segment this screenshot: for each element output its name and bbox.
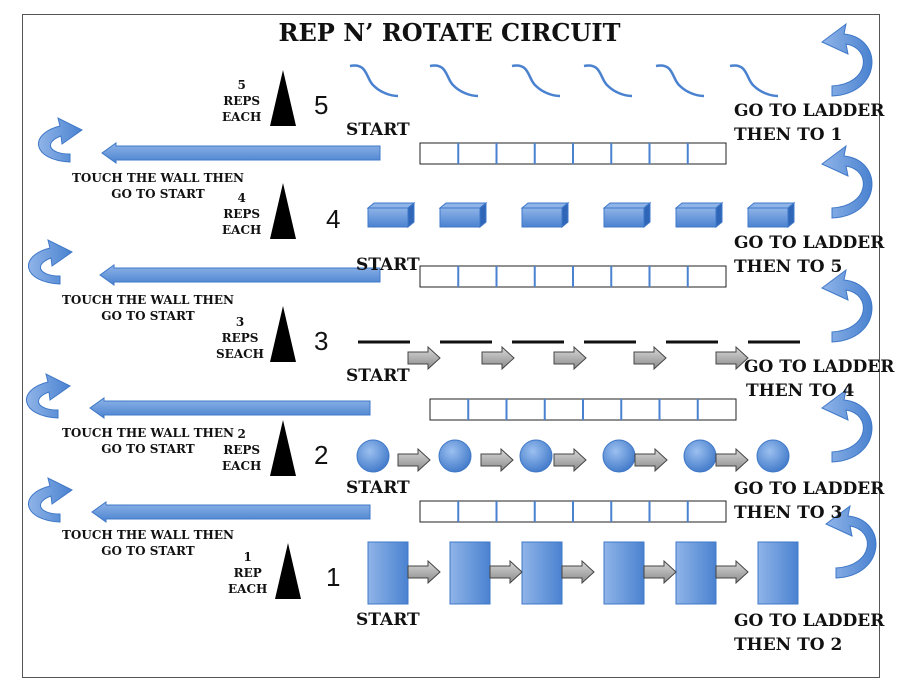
page-title: REP N’ ROTATE CIRCUIT (278, 18, 621, 47)
block-icon (603, 207, 645, 228)
direction-arrow-icon (489, 559, 523, 585)
direction-arrow-icon (634, 447, 668, 473)
cone-icon (270, 183, 296, 239)
block-side (561, 201, 569, 229)
cone-icon (275, 543, 301, 599)
start-label-1: START (356, 610, 420, 630)
start-label-5: START (346, 120, 410, 140)
cone-icon (270, 306, 296, 362)
tall-block-icon (757, 541, 799, 605)
direction-arrow-icon (397, 447, 431, 473)
cone-icon (270, 70, 296, 126)
direction-arrow-icon (480, 447, 514, 473)
diagram-frame (22, 14, 880, 678)
start-label-2: START (346, 478, 410, 498)
station-number-5: 5 (314, 90, 329, 120)
hurdle-icon (511, 64, 561, 98)
tall-block-icon (603, 541, 645, 605)
direction-arrow-icon (553, 447, 587, 473)
cone-icon (270, 420, 296, 476)
u-turn-arrow-icon (821, 268, 873, 343)
direction-arrow-icon (407, 559, 441, 585)
u-turn-arrow-icon (821, 144, 873, 219)
station-number-4: 4 (326, 204, 341, 234)
direction-arrow-icon (407, 345, 441, 371)
tall-block-icon (367, 541, 409, 605)
curved-arrow-icon (26, 373, 71, 419)
circle-marker (683, 439, 717, 473)
station-number-3: 3 (314, 326, 329, 356)
block-top (602, 202, 652, 209)
block-icon (439, 207, 481, 228)
start-label-4: START (356, 255, 420, 275)
direction-arrow-icon (715, 447, 749, 473)
circle-marker (756, 439, 790, 473)
circle-marker (356, 439, 390, 473)
block-side (643, 201, 651, 229)
block-top (746, 202, 796, 209)
block-side (407, 201, 415, 229)
block-top (366, 202, 416, 209)
return-arrow-icon (91, 501, 371, 523)
circle-marker (438, 439, 472, 473)
return-arrow-icon (99, 264, 381, 286)
block-icon (675, 207, 717, 228)
direction-arrow-icon (561, 559, 595, 585)
station-number-2: 2 (314, 440, 329, 470)
block-top (674, 202, 724, 209)
direction-arrow-icon (643, 559, 677, 585)
curved-arrow-icon (28, 239, 73, 285)
station-number-1: 1 (326, 562, 341, 592)
u-turn-arrow-icon (821, 388, 873, 463)
tall-block-icon (449, 541, 491, 605)
u-turn-arrow-icon (821, 22, 873, 97)
return-arrow-icon (101, 142, 381, 164)
block-top (438, 202, 488, 209)
tall-block-icon (675, 541, 717, 605)
curved-arrow-icon (28, 477, 73, 523)
direction-arrow-icon (715, 345, 749, 371)
hurdle-icon (729, 64, 779, 98)
circle-marker (602, 439, 636, 473)
u-turn-arrow-icon (825, 504, 877, 579)
return-arrow-icon (89, 397, 371, 419)
direction-arrow-icon (633, 345, 667, 371)
hurdle-icon (583, 64, 633, 98)
block-icon (747, 207, 789, 228)
hurdle-icon (655, 64, 705, 98)
direction-arrow-icon (481, 345, 515, 371)
curved-arrow-icon (38, 117, 83, 163)
block-side (479, 201, 487, 229)
direction-arrow-icon (715, 559, 749, 585)
hurdle-icon (429, 64, 479, 98)
tall-block-icon (521, 541, 563, 605)
start-label-3: START (346, 366, 410, 386)
direction-arrow-icon (553, 345, 587, 371)
block-side (787, 201, 795, 229)
block-top (520, 202, 570, 209)
block-icon (367, 207, 409, 228)
block-side (715, 201, 723, 229)
hurdle-icon (349, 64, 399, 98)
block-icon (521, 207, 563, 228)
circle-marker (519, 439, 553, 473)
